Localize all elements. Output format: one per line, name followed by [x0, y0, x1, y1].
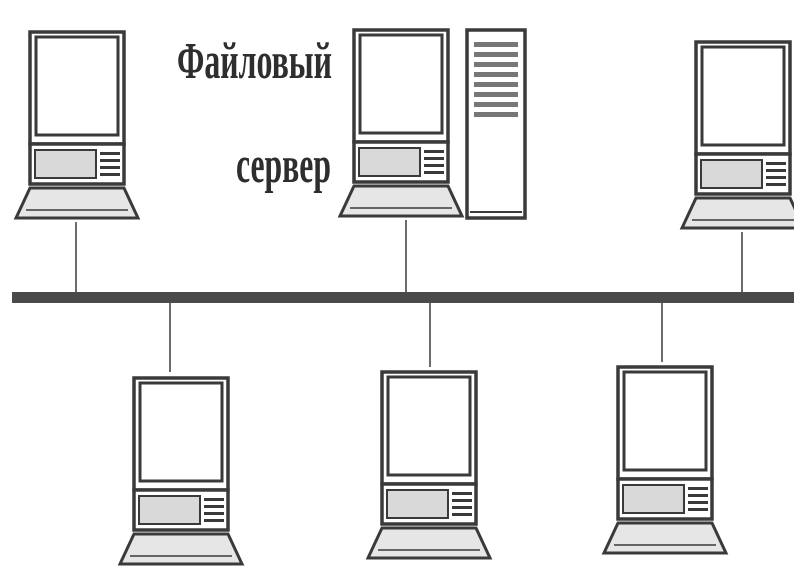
server-label-line2: сервер — [236, 137, 331, 194]
server-tower — [465, 28, 527, 220]
workstation-bottom-right — [602, 365, 728, 555]
workstation-server-terminal — [338, 28, 464, 218]
workstation-top-right — [680, 40, 794, 230]
server-label-line1: Файловый — [177, 33, 332, 90]
network-bus — [12, 292, 794, 303]
workstation-top-left — [14, 30, 140, 220]
workstation-bottom-center — [366, 370, 492, 560]
workstation-bottom-left — [118, 376, 244, 566]
